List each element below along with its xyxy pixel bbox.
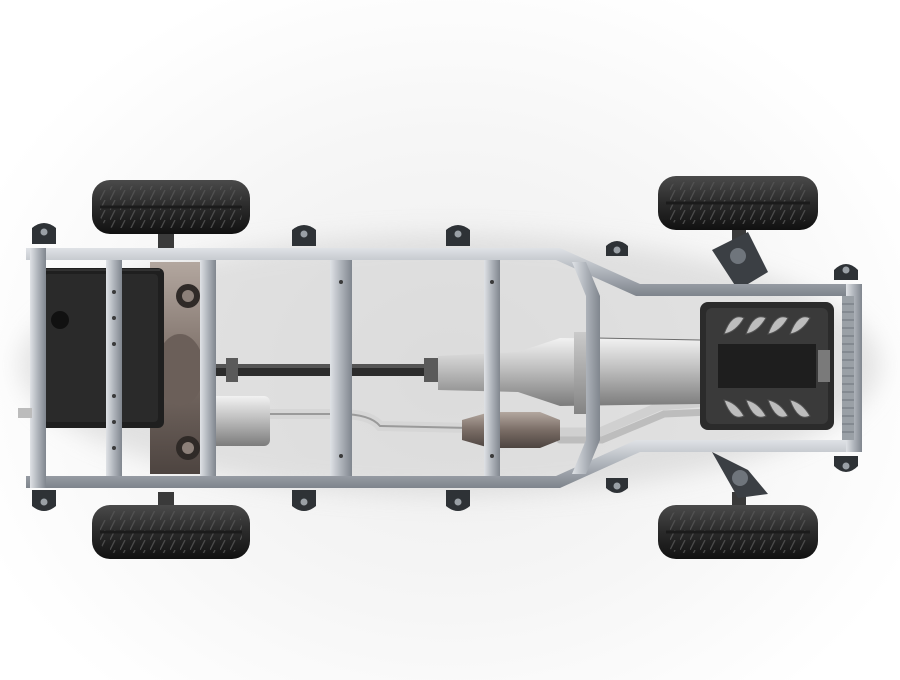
front-right-wheel [658, 492, 818, 559]
front-left-wheel [658, 176, 818, 246]
front-suspension [712, 232, 768, 498]
frame [26, 248, 862, 488]
frame-mounts [32, 223, 858, 511]
rear-left-wheel [92, 180, 250, 252]
rear-stub-pipe [18, 408, 32, 418]
rear-right-wheel [92, 492, 250, 559]
catalytic-converter [462, 412, 560, 448]
fuel-tank [38, 268, 164, 428]
radiator [842, 296, 854, 440]
engine [700, 302, 834, 430]
driveshaft [212, 358, 442, 382]
